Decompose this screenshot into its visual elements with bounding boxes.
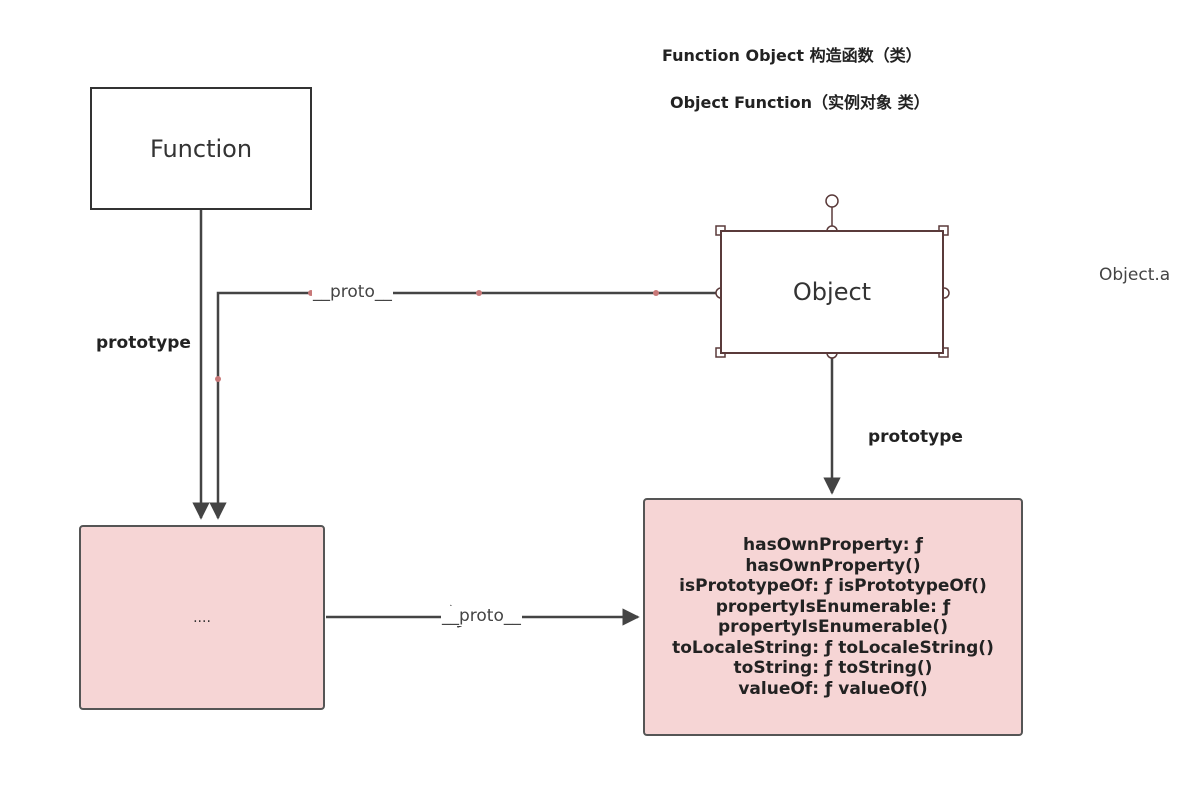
member-line: toLocaleString: ƒ toLocaleString()	[672, 637, 994, 658]
object-proto-label: __proto__	[312, 282, 393, 302]
function-node[interactable]: Function	[90, 87, 312, 210]
member-line: hasOwnProperty()	[745, 555, 921, 576]
object-node-label: Object	[792, 278, 872, 306]
member-line: valueOf: ƒ valueOf()	[738, 678, 928, 699]
member-line: hasOwnProperty: ƒ	[743, 535, 923, 555]
heading-line-1: Function Object 构造函数（类）	[662, 46, 922, 65]
heading-line-2: Object Function（实例对象 类）	[670, 93, 930, 112]
member-line: propertyIsEnumerable: ƒ	[715, 596, 951, 617]
edge-handle[interactable]	[476, 290, 482, 296]
dots-proto-label: __proto__	[441, 606, 522, 626]
object-proto-edge	[209, 291, 720, 520]
function-prototype-label: prototype	[96, 333, 191, 353]
function-node-label: Function	[149, 134, 253, 163]
rotate-handle[interactable]	[825, 194, 839, 208]
object-prototype-node[interactable]: hasOwnProperty: ƒ hasOwnProperty() isPro…	[643, 498, 1023, 736]
member-line: propertyIsEnumerable()	[718, 617, 948, 637]
member-line: isPrototypeOf: ƒ isPrototypeOf()	[679, 576, 987, 596]
object-prototype-label: prototype	[868, 427, 963, 447]
edge-handle[interactable]	[653, 290, 659, 296]
object-prototype-members: hasOwnProperty: ƒ hasOwnProperty() isPro…	[672, 535, 994, 699]
edge-handle[interactable]	[215, 376, 221, 382]
dots-node[interactable]: ....	[79, 525, 325, 710]
object-node[interactable]: Object	[720, 230, 944, 354]
dots-node-label: ....	[193, 609, 211, 626]
member-line: toString: ƒ toString()	[733, 658, 933, 678]
side-note: Object.a	[1099, 265, 1171, 285]
